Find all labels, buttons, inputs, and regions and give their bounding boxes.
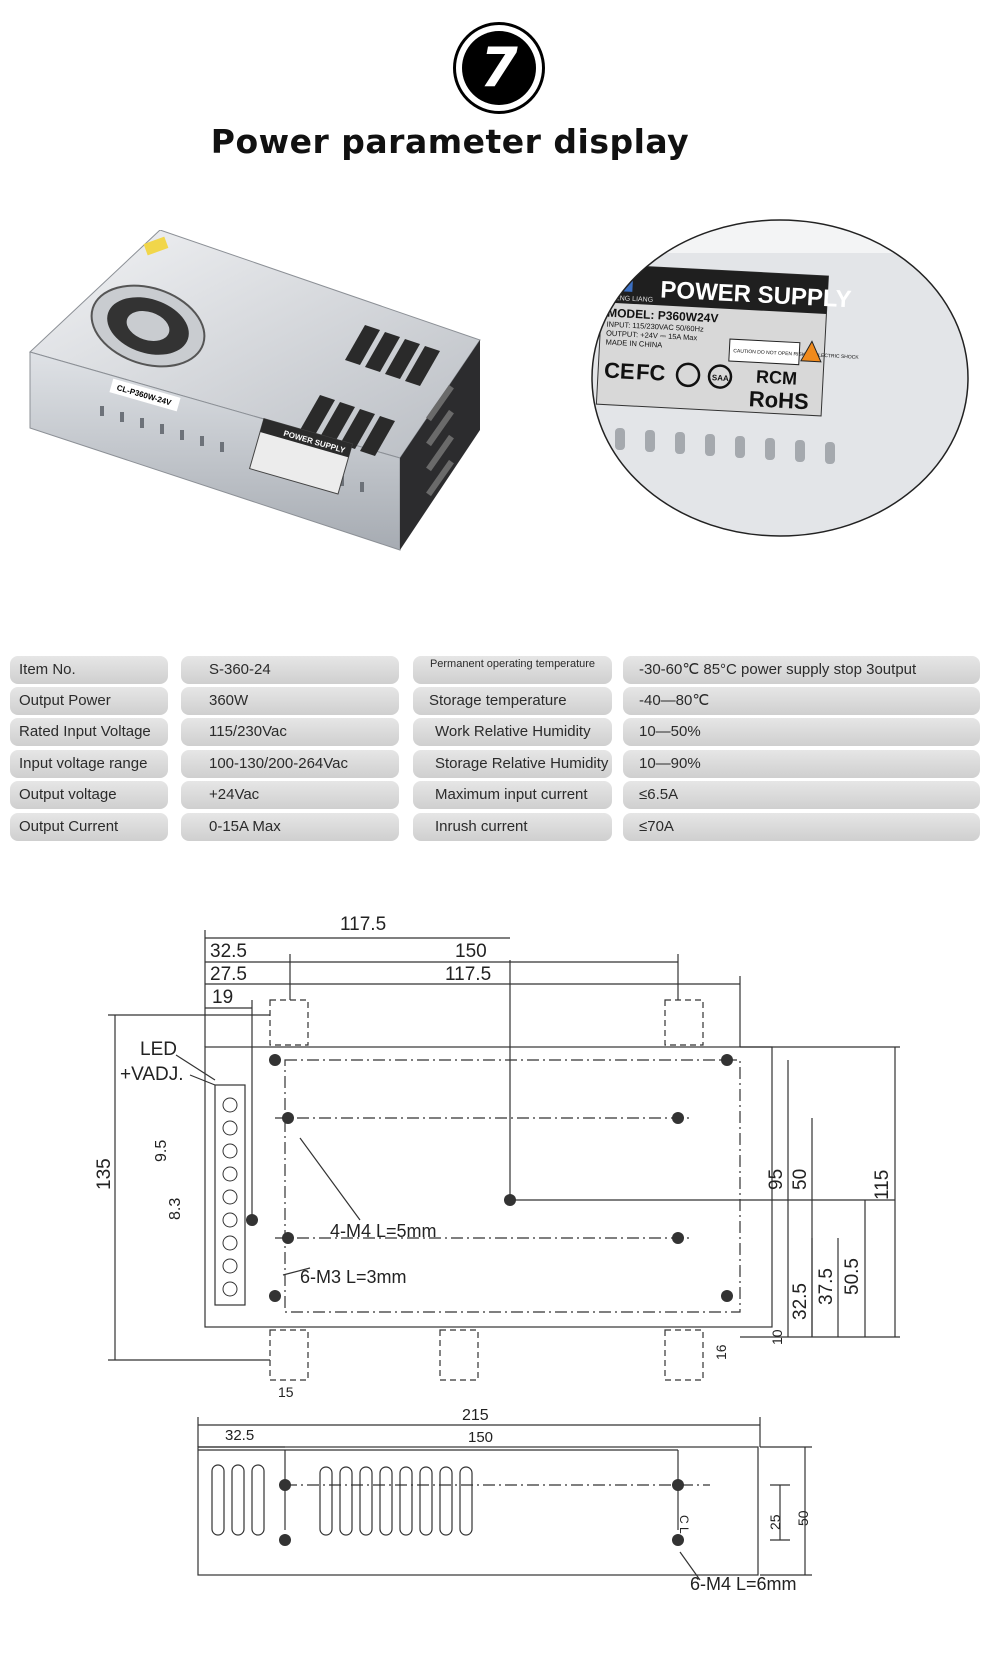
rohs-mark: RoHS (748, 386, 809, 414)
spec-name: Item No. (10, 656, 168, 684)
dimension-drawing: 117.5 32.5 150 27.5 117.5 19 135 9.5 8.3… (94, 914, 900, 1594)
dim-text: 8.3 (167, 1198, 184, 1220)
spec-name: Maximum input current (413, 781, 612, 809)
dim-text: 50 (790, 1169, 811, 1190)
dim-text: 32.5 (210, 941, 247, 962)
dim-text: 19 (212, 987, 233, 1008)
dim-text: 150 (455, 941, 487, 962)
spec-value: S-360-24 (181, 656, 399, 684)
spec-name: Output Current (10, 813, 168, 841)
spec-value: 0-15A Max (181, 813, 399, 841)
spec-value: +24Vac (181, 781, 399, 809)
dim-text: 16 (713, 1344, 729, 1360)
spec-value: ≤70A (623, 813, 980, 841)
fc-mark: FC (635, 359, 666, 386)
dim-text: 32.5 (790, 1283, 811, 1320)
spec-table: Item No. S-360-24 Output Power 360W Rate… (10, 656, 990, 846)
dim-text: 25 (767, 1514, 783, 1530)
check-icon (675, 362, 701, 388)
spec-name: Rated Input Voltage (10, 718, 168, 746)
spec-name: Storage temperature (413, 687, 612, 715)
dim-text: 27.5 (210, 964, 247, 985)
warning-icon (800, 340, 822, 363)
spec-value: 100-130/200-264Vac (181, 750, 399, 778)
spec-value: 360W (181, 687, 399, 715)
vadj-label: +VADJ. (120, 1064, 184, 1085)
led-label: LED (140, 1039, 177, 1060)
closeup-model: MODEL: P360W24V (607, 306, 719, 326)
ce-mark: CE (604, 358, 636, 385)
spec-name: Storage Relative Humidity (413, 750, 612, 778)
spec-name: Input voltage range (10, 750, 168, 778)
dim-text: 50.5 (842, 1258, 863, 1295)
spec-value: -30-60℃ 85°C power supply stop 3output (623, 656, 980, 684)
dim-text: 50 (795, 1510, 811, 1526)
dim-text: 117.5 (340, 914, 386, 935)
step-number: 7 (462, 31, 536, 105)
top-view-outline (204, 1046, 773, 1328)
spec-value: 10—90% (623, 750, 980, 778)
dim-text: 37.5 (816, 1268, 837, 1305)
dim-text: 10 (769, 1329, 785, 1345)
dim-text: 215 (462, 1407, 489, 1424)
page-title: Power parameter display (210, 122, 690, 161)
cl-label: C L (677, 1515, 691, 1534)
label-closeup: CHENG LIANG POWER SUPPLY MODEL: P360W24V… (591, 219, 969, 537)
dim-text: 115 (872, 1170, 893, 1200)
spec-value: ≤6.5A (623, 781, 980, 809)
spec-name: Inrush current (413, 813, 612, 841)
dim-text: 95 (766, 1169, 787, 1190)
closeup-origin: MADE IN CHINA (605, 338, 662, 350)
closeup-brand: CHENG LIANG (605, 294, 654, 304)
product-photo: CL-P360W-24V POWER SUPPLY (29, 230, 481, 551)
dim-text: 9.5 (153, 1140, 170, 1162)
spec-name: Output Power (10, 687, 168, 715)
dim-text: 32.5 (225, 1427, 254, 1444)
rcm-mark: RCM (756, 366, 798, 388)
dim-text: 117.5 (445, 964, 491, 985)
m4-label: 4-M4 L=5mm (330, 1221, 437, 1241)
spec-value: 10—50% (623, 718, 980, 746)
dim-text: 135 (94, 1158, 115, 1190)
dim-text: 15 (278, 1384, 294, 1400)
spec-name: Permanent operating temperature (413, 656, 612, 684)
saa-mark: SAA (712, 373, 730, 383)
side-view-outline (197, 1446, 759, 1576)
dim-text: 150 (468, 1429, 493, 1446)
side-m4-label: 6-M4 L=6mm (690, 1574, 797, 1594)
step-badge: 7 (453, 22, 545, 114)
m3-label: 6-M3 L=3mm (300, 1267, 407, 1287)
spec-value: -40—80℃ (623, 687, 980, 715)
spec-name: Work Relative Humidity (413, 718, 612, 746)
spec-value: 115/230Vac (181, 718, 399, 746)
spec-name: Output voltage (10, 781, 168, 809)
